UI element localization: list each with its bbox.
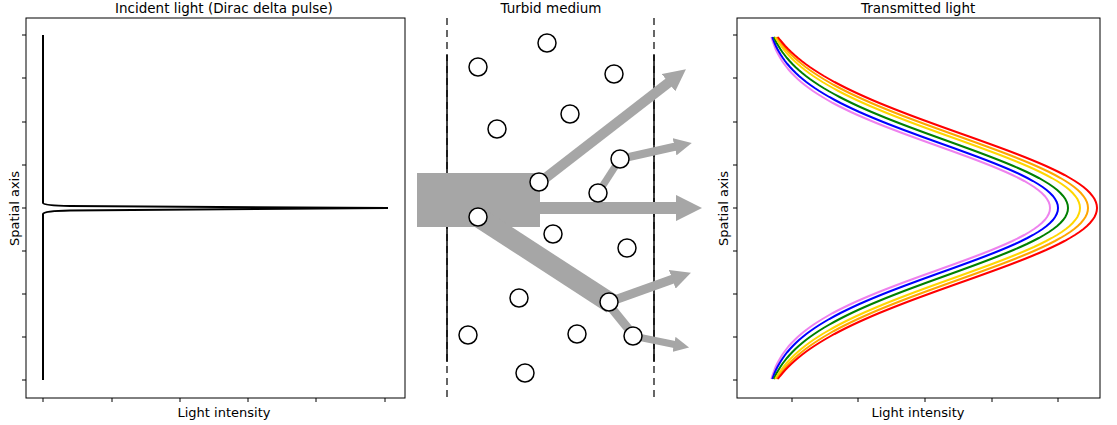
panel-title: Incident light (Dirac delta pulse) [115, 2, 333, 16]
gaussian-curve [778, 37, 1097, 379]
turbid-medium [417, 18, 681, 398]
axis-ticks [22, 35, 385, 402]
gaussian-curve [772, 37, 1058, 379]
axis-ticks [733, 35, 1058, 402]
gaussian-curve [774, 37, 1068, 379]
axis-label: Spatial axis [716, 171, 729, 246]
gaussian-curve [777, 37, 1088, 379]
panel-title: Turbid medium [501, 2, 602, 16]
gaussian-curve [771, 37, 1050, 379]
gaussian-curve [775, 37, 1080, 379]
axes-frame [737, 18, 1100, 398]
axis-label: Light intensity [872, 406, 965, 419]
dirac-pulse [43, 35, 388, 380]
axes-frame [26, 18, 405, 398]
axis-label: Spatial axis [7, 171, 20, 246]
axis-label: Light intensity [178, 406, 271, 419]
panel-title: Transmitted light [861, 2, 975, 16]
spectral-curves [771, 37, 1097, 379]
